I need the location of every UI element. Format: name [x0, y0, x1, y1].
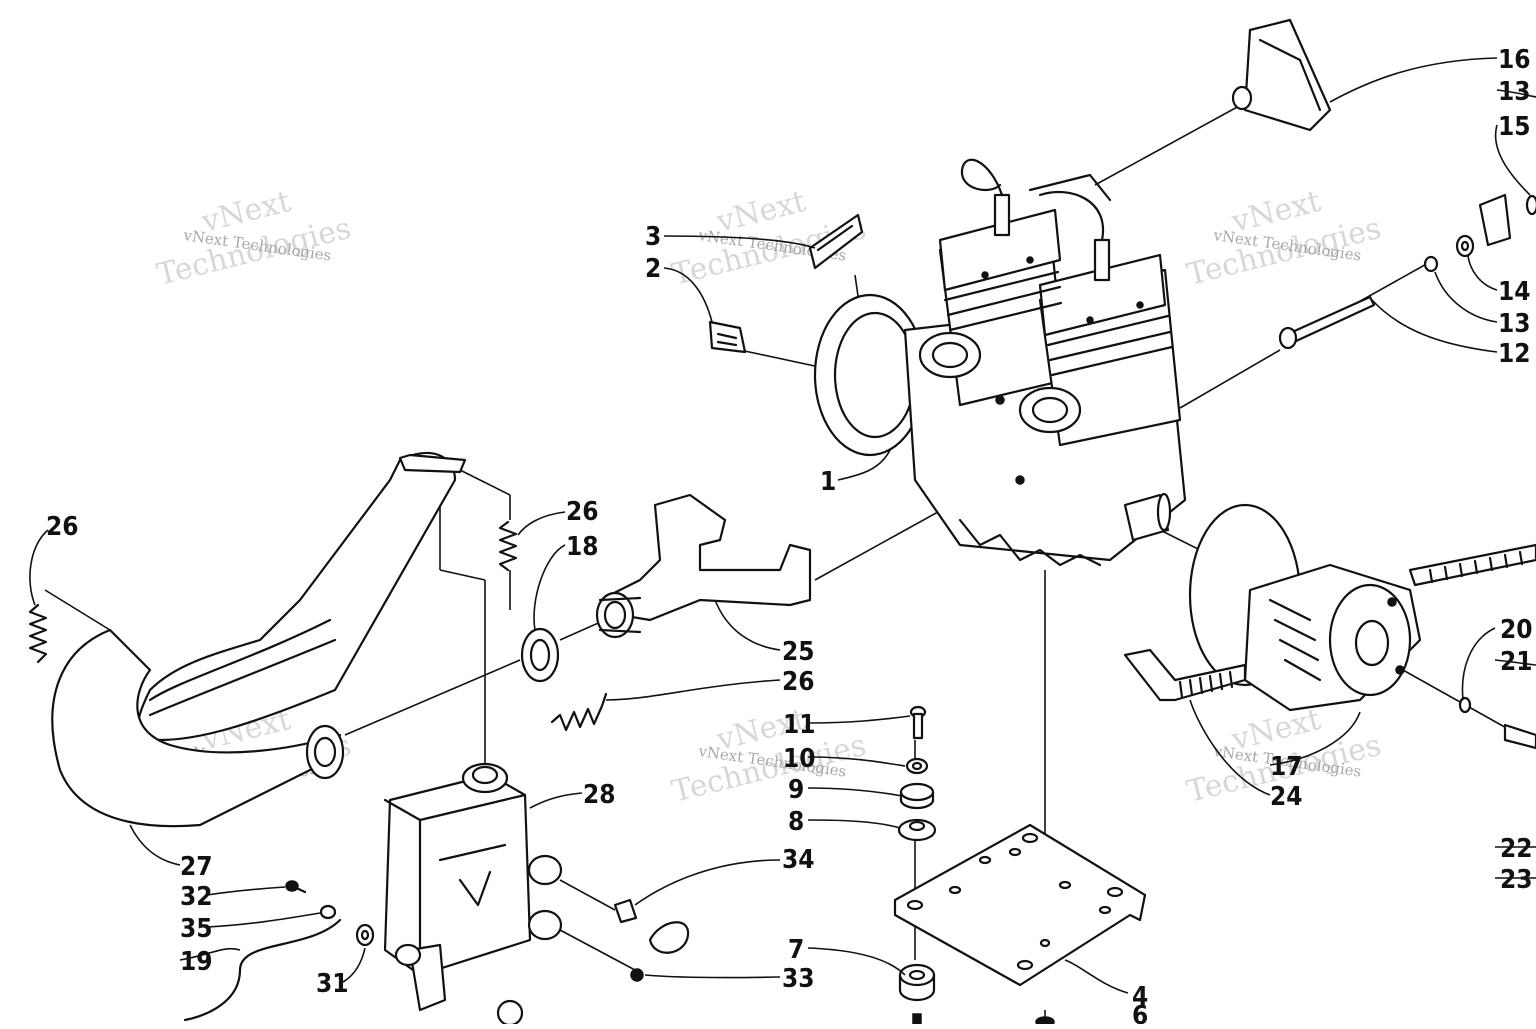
grommet-34 — [613, 898, 690, 954]
callout-22: 22 — [1500, 834, 1533, 864]
callout-1: 1 — [820, 467, 836, 497]
bolt-11 — [909, 705, 927, 740]
washer-10 — [905, 757, 929, 775]
callout-17: 17 — [1270, 752, 1303, 782]
callout-6: 6 — [1132, 1001, 1148, 1024]
decal-2 — [708, 320, 747, 354]
bushing-9 — [899, 782, 935, 810]
callout-34: 34 — [782, 845, 815, 875]
decal-3 — [808, 213, 864, 270]
callout-33: 33 — [782, 964, 815, 994]
bolt-bottom — [912, 1013, 922, 1025]
nut-13 — [1423, 255, 1439, 273]
muffler — [383, 762, 563, 1012]
watermark-bottom-center: vNext Technologies vNext Technologies — [668, 702, 869, 810]
drive-belt — [1123, 543, 1536, 702]
callout-16: 16 — [1498, 45, 1531, 75]
callout-2: 2 — [645, 254, 661, 284]
callout-35: 35 — [180, 914, 213, 944]
bolt-32 — [285, 880, 307, 894]
mount-8 — [897, 818, 937, 842]
mount-7 — [898, 963, 936, 1002]
callout-26-lower: 26 — [782, 667, 815, 697]
callout-24: 24 — [1270, 782, 1303, 812]
callout-15: 15 — [1498, 112, 1531, 142]
callout-25: 25 — [782, 637, 815, 667]
washer-31 — [355, 923, 375, 947]
spring-26-left — [28, 603, 48, 664]
callout-27: 27 — [180, 852, 213, 882]
recoil-starter — [1231, 18, 1332, 132]
drive-clutch — [1188, 503, 1422, 712]
spring-26-lower — [550, 692, 608, 732]
callout-labels: 1 2 3 4 6 7 8 9 10 11 12 13 14 16 13 15 … — [46, 45, 1533, 1029]
callout-28: 28 — [583, 780, 616, 810]
callout-31: 31 — [316, 969, 349, 999]
grommet-33 — [630, 968, 644, 982]
callout-32: 32 — [180, 882, 213, 912]
callout-9: 9 — [788, 775, 804, 805]
callout-12: 12 — [1498, 339, 1531, 369]
callout-14: 14 — [1498, 277, 1531, 307]
callout-leaders — [29, 57, 1536, 1024]
expansion-chamber — [51, 451, 467, 828]
spring-19 — [183, 918, 342, 1022]
callout-13-lower: 13 — [1498, 309, 1531, 339]
watermark-top-right: vNext Technologies vNext Technologies — [1183, 184, 1384, 293]
mount-bolt-12 — [1278, 295, 1376, 350]
spring-26-upper — [498, 520, 518, 572]
callout-10: 10 — [783, 744, 816, 774]
engine-assembly — [813, 158, 1187, 567]
callout-18: 18 — [566, 532, 599, 562]
clip-20 — [1458, 696, 1472, 714]
callout-3: 3 — [645, 222, 661, 252]
watermark-top-left: vNext Technologies vNext Technologies — [153, 184, 354, 293]
exhaust-gasket-18 — [520, 627, 560, 683]
mounting-plate — [893, 823, 1147, 987]
washer-14 — [1455, 234, 1475, 258]
callout-21: 21 — [1500, 647, 1533, 677]
exhaust-manifold — [595, 493, 812, 639]
callout-26-upper: 26 — [566, 497, 599, 527]
bolt-22 — [1503, 723, 1536, 750]
callout-23: 23 — [1500, 865, 1533, 895]
callout-11: 11 — [783, 710, 816, 740]
callout-4: 4 — [1132, 982, 1148, 1012]
washer-35 — [319, 904, 337, 920]
callout-8: 8 — [788, 807, 804, 837]
callout-19: 19 — [180, 947, 213, 977]
callout-20: 20 — [1500, 615, 1533, 645]
bushing-bottom — [496, 999, 524, 1027]
callout-26-left: 26 — [46, 512, 79, 542]
callout-13-upper: 13 — [1498, 77, 1531, 107]
callout-7: 7 — [788, 935, 804, 965]
bracket-15 — [1478, 193, 1536, 247]
